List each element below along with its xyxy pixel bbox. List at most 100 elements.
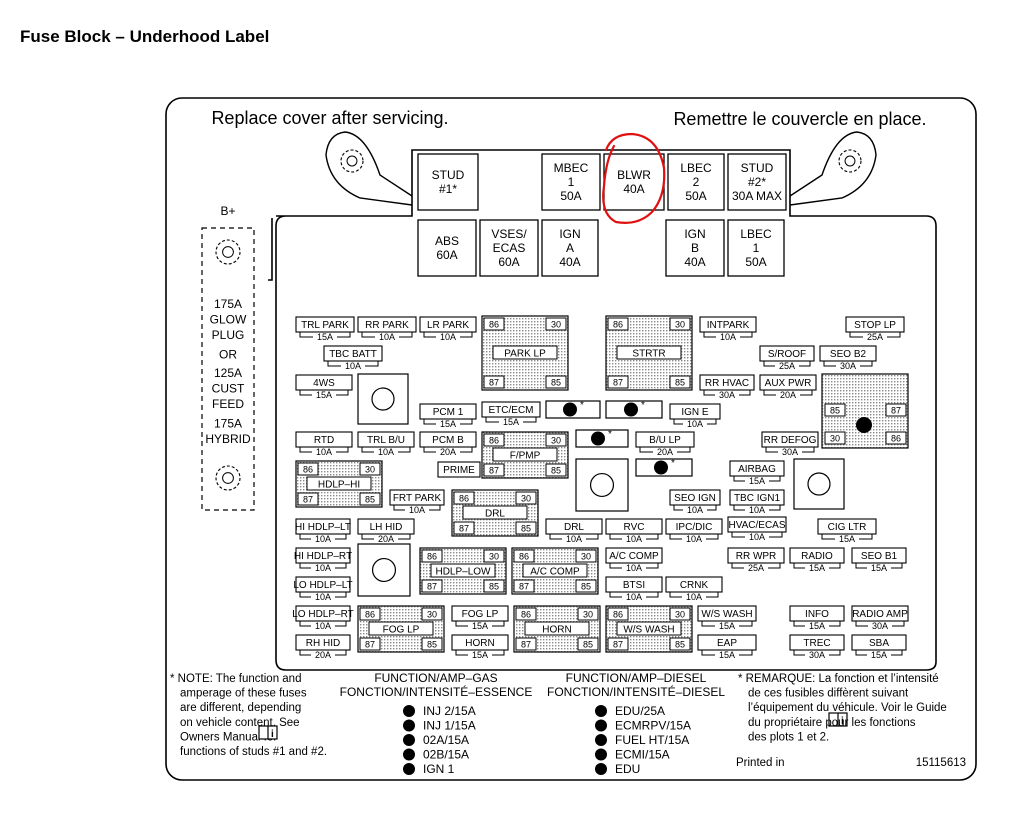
- fuse-lo_hdlp_lt-rating: 10A: [315, 592, 331, 602]
- relay-ac_comp-label: A/C COMP: [530, 567, 580, 578]
- fuse-ws_wash_f-rating: 15A: [719, 621, 735, 631]
- diesel-item-2: FUEL HT/15A: [615, 733, 689, 747]
- fuse-tbc_ign1-name: TBC IGN1: [734, 493, 781, 504]
- owners-manual-book-icon: i: [258, 725, 278, 740]
- diesel-item-4: EDU: [615, 762, 640, 776]
- note-left-line-0: * NOTE: The function and: [170, 673, 301, 685]
- circle-3-icon: 3: [591, 431, 605, 446]
- mount-hole-2: [575, 458, 629, 512]
- cartridge-igna-label-1: A: [566, 241, 574, 255]
- cartridge-vses-label-1: ECAS: [493, 241, 526, 255]
- fuse-lr_park-name: LR PARK: [427, 320, 469, 331]
- cartridge-blwr-label-1: 40A: [623, 182, 644, 196]
- fuse-ac_comp_f-rating: 10A: [626, 563, 642, 573]
- fuse-stop_lp-rating: 25A: [867, 332, 883, 342]
- fuse-rtd-rating: 10A: [316, 447, 332, 457]
- fuse-horn_f-name: HORN: [465, 638, 494, 649]
- cartridge-abs-body: [417, 219, 477, 277]
- fuse-tbc_batt-name: TBC BATT: [329, 349, 377, 360]
- fuse-airbag-name: AIRBAG: [738, 464, 776, 475]
- fuse-eap-name: EAP: [717, 638, 737, 649]
- fuse-seo_ign-rating: 10A: [687, 505, 703, 515]
- fuse-aux_pwr-rating: 20A: [780, 390, 796, 400]
- note-left-line-5: functions of studs #1 and #2.: [180, 746, 327, 758]
- fuse-pcm_b-name: PCM B: [432, 435, 464, 446]
- diesel-title-line-0: FUNCTION/AMP–DIESEL: [566, 671, 707, 685]
- socket-4-star: *: [671, 458, 675, 469]
- fuse-stop_lp-name: STOP LP: [854, 320, 896, 331]
- fuse-fws-name: 4WS: [313, 378, 335, 389]
- diesel-title-line-1: FONCTION/INTENSITÉ–DIESEL: [547, 684, 725, 699]
- fuse-airbag-rating: 15A: [749, 476, 765, 486]
- header-left-text: Replace cover after servicing.: [211, 108, 448, 128]
- relay-fog_lp-pin-30: 30: [427, 610, 437, 620]
- circle-5-icon: 5: [856, 417, 872, 433]
- relay-hdlp_low-label: HDLP–LOW: [435, 567, 491, 578]
- fuse-trl_park-rating: 15A: [317, 332, 333, 342]
- cartridge-lbec1-body: [727, 219, 785, 277]
- circle-1-icon: 1: [624, 402, 638, 417]
- relay-ws_wash-pin-87: 87: [613, 640, 623, 650]
- fuse-trl_park-name: TRL PARK: [301, 320, 349, 331]
- fuse-ws_wash_f-name: W/S WASH: [701, 609, 752, 620]
- gas-item-0: INJ 2/15A: [423, 704, 476, 718]
- relay-strtr-pin-86: 86: [613, 320, 623, 330]
- gas-circle-2-icon: 2: [403, 719, 415, 732]
- cartridge-lbec1-label-0: LBEC: [740, 227, 772, 241]
- fuse-lr_park-rating: 10A: [440, 332, 456, 342]
- relay-drl-pin-85: 85: [521, 524, 531, 534]
- fuse-bu_lp-name: B/U LP: [649, 435, 681, 446]
- header-right-text: Remettre le couvercle en place.: [673, 109, 926, 129]
- feed-note-line-6: FEED: [212, 397, 244, 411]
- relay-hdlp_hi-pin-30: 30: [365, 465, 375, 475]
- relay-drl-pin-87: 87: [459, 524, 469, 534]
- cartridge-stud2-label-0: STUD: [741, 161, 774, 175]
- fuse-rh_hid-name: RH HID: [306, 638, 340, 649]
- diesel-circle-5-icon: 5: [595, 763, 607, 775]
- cartridge-stud2-label-2: 30A MAX: [732, 189, 782, 203]
- relay-ws_wash-pin-30: 30: [675, 610, 685, 620]
- fuse-tbc_batt-rating: 10A: [345, 361, 361, 371]
- fuse-intpark-rating: 10A: [720, 332, 736, 342]
- fuse-btsi-name: BTSI: [623, 580, 645, 591]
- fuse-rr_defog-rating: 30A: [782, 447, 798, 457]
- fuse-hi_hdlp_rt-rating: 10A: [315, 563, 331, 573]
- relay-strtr-label: STRTR: [632, 349, 665, 360]
- relay-ac_comp-pin-85: 85: [581, 582, 591, 592]
- cartridge-lbec2-label-0: LBEC: [680, 161, 712, 175]
- fuse-sroof-rating: 25A: [779, 361, 795, 371]
- fuse-rr_hvac-rating: 30A: [719, 390, 735, 400]
- fuse-cig_ltr-name: CIG LTR: [828, 522, 867, 533]
- cartridge-lbec2-body: [667, 153, 725, 211]
- red-annotation-circle: [602, 132, 666, 224]
- printed-in-text: Printed in: [736, 757, 785, 769]
- fuse-aux_pwr-name: AUX PWR: [765, 378, 812, 389]
- fuse-radio_amp-rating: 30A: [872, 621, 888, 631]
- fuse-lo_hdlp_rt-rating: 10A: [315, 621, 331, 631]
- relay-hdlp_low-pin-30: 30: [489, 552, 499, 562]
- fuse-hvac_ecas-rating: 10A: [749, 532, 765, 542]
- cartridge-lbec2-label-1: 2: [693, 175, 700, 189]
